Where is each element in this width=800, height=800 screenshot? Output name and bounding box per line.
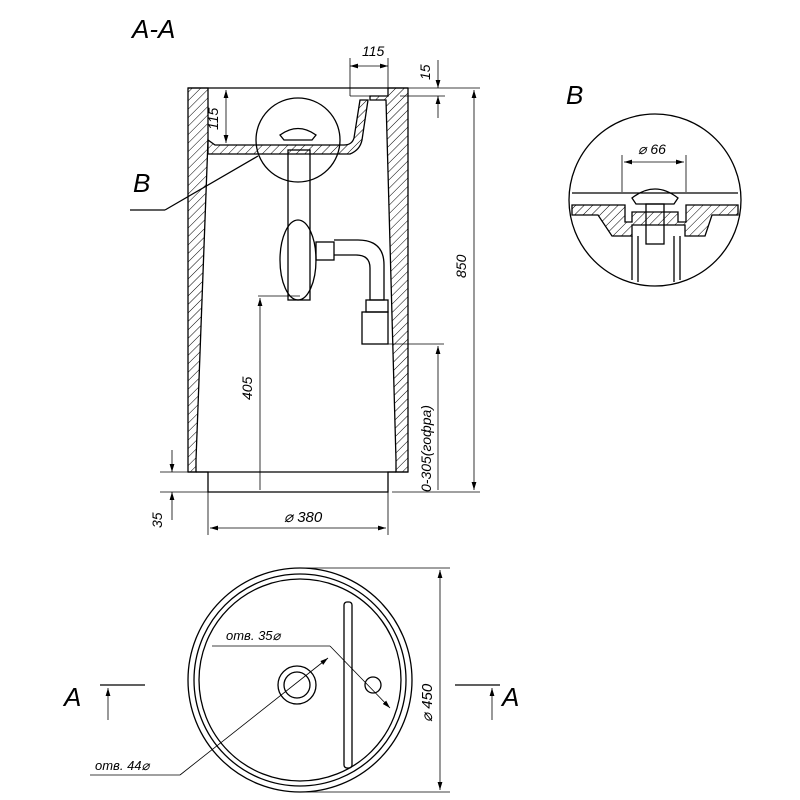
outlet-elbow (334, 239, 385, 301)
basin-floor (207, 99, 369, 155)
overflow-bar (343, 601, 353, 769)
detail-b-marker (255, 97, 341, 183)
left-wall (187, 87, 209, 473)
cut-label-left: A (62, 682, 81, 712)
detail-basin-section (571, 204, 739, 237)
dim-bowl-depth: 115 (205, 107, 221, 130)
plan-view: отв. 35⌀ отв. 44⌀ ⌀ 450 A A (62, 567, 519, 793)
detail-drain-plug (631, 188, 679, 205)
dim-top-offset: 15 (417, 64, 433, 80)
dim-plinth: 35 (149, 512, 165, 528)
label-hole-35: отв. 35⌀ (226, 628, 282, 643)
detail-diameter: ⌀ 66 (638, 141, 666, 157)
corrugated-hose (361, 311, 389, 345)
drain-hole (277, 665, 317, 705)
detail-callout-label: B (133, 168, 150, 198)
tap-hole (364, 676, 382, 694)
cut-label-right: A (500, 682, 519, 712)
pedestal-section: B (130, 87, 409, 493)
dim-height-total: 850 (453, 254, 469, 278)
plan-diameter: ⌀ 450 (419, 683, 436, 722)
label-hole-44: отв. 44⌀ (95, 758, 151, 773)
dim-drain-height: 405 (239, 376, 255, 400)
dim-base-diameter: ⌀ 380 (284, 509, 323, 526)
detail-b: B ⌀ 66 (566, 80, 742, 287)
section-dimensions: 115 15 115 850 405 0-305(гофра) 35 ⌀ 380 (149, 43, 480, 535)
detail-title: B (566, 80, 583, 110)
section-title: A-A (130, 14, 175, 44)
drain-plug (279, 127, 317, 141)
dim-top-width: 115 (362, 43, 385, 59)
dim-corrugated: 0-305(гофра) (418, 405, 434, 492)
right-wall (369, 87, 409, 473)
